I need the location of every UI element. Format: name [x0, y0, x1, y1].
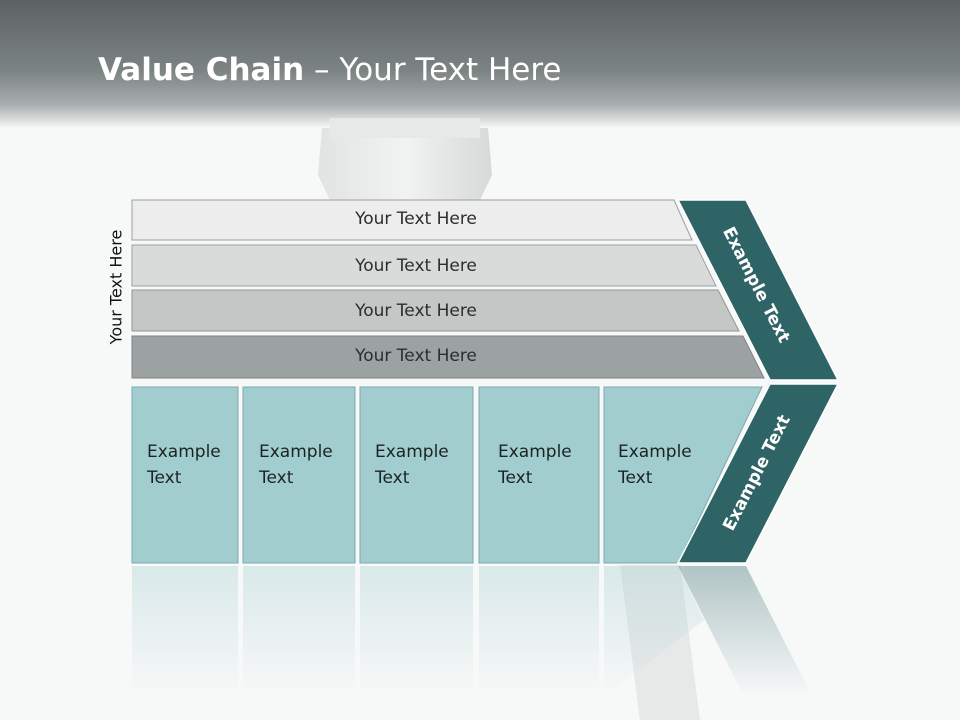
bar-1	[131, 199, 693, 241]
bar-3	[131, 289, 740, 332]
bar-3-label: Your Text Here	[355, 301, 477, 321]
box-2-line1: Example	[259, 442, 333, 462]
box-1-line1: Example	[147, 442, 221, 462]
slide-title: Value Chain – Your Text Here	[98, 52, 561, 88]
box-3-line2: Text	[375, 468, 410, 488]
box-4-line2: Text	[498, 468, 533, 488]
side-label: Your Text Here	[106, 229, 126, 345]
box-2-line2: Text	[259, 468, 294, 488]
bar-4	[131, 335, 765, 379]
box-2	[242, 386, 356, 564]
chevron-lower	[676, 383, 840, 564]
bar-2	[131, 244, 717, 287]
box-3	[359, 386, 474, 564]
box-5-line2: Text	[618, 468, 653, 488]
box-1-line2: Text	[147, 468, 182, 488]
bar-1-label: Your Text Here	[355, 209, 477, 229]
bar-2-label: Your Text Here	[355, 256, 477, 276]
box-1	[131, 386, 239, 564]
slide-header	[0, 0, 960, 128]
box-4	[478, 386, 600, 564]
title-bold: Value Chain	[98, 52, 305, 88]
bar-4-label: Your Text Here	[355, 346, 477, 366]
box-4-line1: Example	[498, 442, 572, 462]
box-3-line1: Example	[375, 442, 449, 462]
box-5-line1: Example	[618, 442, 692, 462]
chevron-upper	[676, 199, 840, 381]
title-rest: – Your Text Here	[304, 52, 562, 88]
